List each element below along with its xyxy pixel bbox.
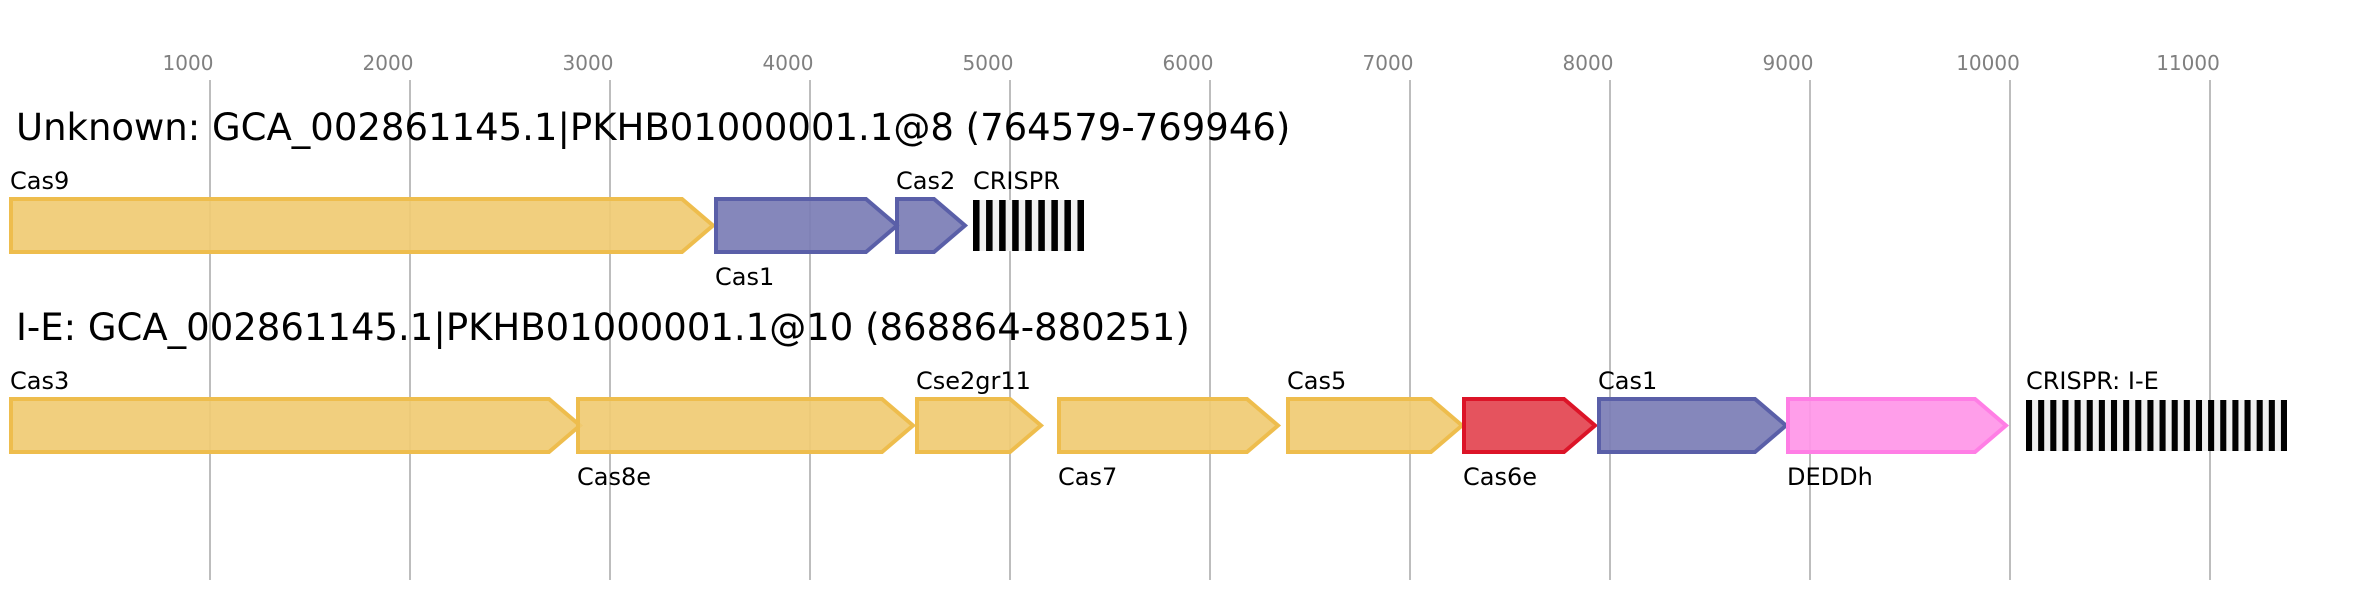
tick-label: 4000 <box>763 51 814 75</box>
crispr-repeat <box>999 200 1006 251</box>
gene-label: Cas7 <box>1058 463 1117 491</box>
gene-arrow[interactable] <box>1462 397 1599 454</box>
locus-title: Unknown: GCA_002861145.1|PKHB01000001.1@… <box>16 106 1290 149</box>
gene-deddh[interactable]: DEDDh <box>1786 397 2010 491</box>
gene-arrow[interactable] <box>714 197 901 254</box>
locus-i-e: I-E: GCA_002861145.1|PKHB01000001.1@10 (… <box>9 306 2287 491</box>
crispr-array[interactable]: CRISPR <box>973 167 1084 251</box>
gene-label: Cas5 <box>1287 367 1346 395</box>
crispr-repeat <box>2171 400 2178 451</box>
gene-label: Cas1 <box>1598 367 1657 395</box>
crispr-repeat <box>1064 200 1071 251</box>
crispr-repeat <box>2026 400 2033 451</box>
crispr-repeat <box>986 200 993 251</box>
gene-cas6e[interactable]: Cas6e <box>1462 397 1599 491</box>
gene-label: Cas1 <box>715 263 774 291</box>
gene-label: Cas3 <box>10 367 69 395</box>
tick-label: 10000 <box>1956 51 2020 75</box>
locus-unknown: Unknown: GCA_002861145.1|PKHB01000001.1@… <box>9 106 1290 291</box>
crispr-repeat <box>2135 400 2142 451</box>
gene-arrow[interactable] <box>1786 397 2010 454</box>
gene-arrow[interactable] <box>915 397 1045 454</box>
crispr-repeat <box>1077 200 1084 251</box>
crispr-repeat <box>2098 400 2105 451</box>
tick-label: 5000 <box>963 51 1014 75</box>
gene-arrow[interactable] <box>576 397 917 454</box>
tick-label: 8000 <box>1563 51 1614 75</box>
gene-arrow[interactable] <box>1597 397 1790 454</box>
crispr-repeat <box>2123 400 2130 451</box>
gene-cas2[interactable]: Cas2 <box>895 167 969 254</box>
tick-label: 2000 <box>363 51 414 75</box>
crispr-repeat <box>2086 400 2093 451</box>
gene-cas5[interactable]: Cas5 <box>1286 367 1466 454</box>
crispr-repeat <box>973 200 980 251</box>
tick-label: 7000 <box>1363 51 1414 75</box>
crispr-background <box>2026 400 2287 451</box>
gene-label: Cas9 <box>10 167 69 195</box>
tick-label: 9000 <box>1763 51 1814 75</box>
locus-title: I-E: GCA_002861145.1|PKHB01000001.1@10 (… <box>16 306 1190 349</box>
crispr-repeat <box>2038 400 2045 451</box>
crispr-repeat <box>1012 200 1019 251</box>
crispr-array[interactable]: CRISPR: I-E <box>2026 367 2287 451</box>
tick-label: 11000 <box>2156 51 2220 75</box>
crispr-repeat <box>2244 400 2251 451</box>
gene-label: Cas8e <box>577 463 651 491</box>
crispr-repeat <box>2159 400 2166 451</box>
gene-cas1[interactable]: Cas1 <box>714 197 901 291</box>
gene-cas1[interactable]: Cas1 <box>1597 367 1790 454</box>
gene-cas9[interactable]: Cas9 <box>9 167 717 254</box>
crispr-repeat <box>2062 400 2069 451</box>
grid-layer <box>209 80 2211 580</box>
crispr-repeat <box>1025 200 1032 251</box>
axis-tick-labels: 1000 2000 3000 4000 5000 6000 7000 8000 9000 1000… <box>163 51 2220 75</box>
crispr-repeat <box>1038 200 1045 251</box>
gene-label: DEDDh <box>1787 463 1873 491</box>
gene-cas3[interactable]: Cas3 <box>9 367 584 454</box>
gene-cas8e[interactable]: Cas8e <box>576 397 917 491</box>
gene-arrow[interactable] <box>1286 397 1466 454</box>
crispr-repeat <box>2208 400 2215 451</box>
gene-label: Cas2 <box>896 167 955 195</box>
gene-label: Cas6e <box>1463 463 1537 491</box>
crispr-repeat <box>2110 400 2118 451</box>
gene-arrow[interactable] <box>9 197 717 254</box>
crispr-repeat <box>2280 400 2287 451</box>
crispr-label: CRISPR <box>973 167 1060 195</box>
tick-label: 6000 <box>1163 51 1214 75</box>
gene-cse2gr11[interactable]: Cse2gr11 <box>915 367 1045 454</box>
crispr-repeat <box>1051 200 1058 251</box>
gene-label: Cse2gr11 <box>916 367 1031 395</box>
gene-cas7[interactable]: Cas7 <box>1057 397 1282 491</box>
crispr-repeat <box>2183 400 2190 451</box>
crispr-repeat <box>2147 400 2154 451</box>
gene-arrow[interactable] <box>1057 397 1282 454</box>
crispr-repeat <box>2232 400 2239 451</box>
crispr-repeat <box>2074 400 2081 451</box>
tick-label: 3000 <box>563 51 614 75</box>
crispr-repeat <box>2268 400 2275 451</box>
gene-arrow[interactable] <box>9 397 584 454</box>
gene-arrow[interactable] <box>895 197 969 254</box>
tick-label: 1000 <box>163 51 214 75</box>
crispr-label: CRISPR: I-E <box>2026 367 2159 395</box>
crispr-repeat <box>2195 400 2203 451</box>
crispr-repeat <box>2220 400 2227 451</box>
crispr-repeat <box>2050 400 2057 451</box>
crispr-repeat <box>2256 400 2263 451</box>
